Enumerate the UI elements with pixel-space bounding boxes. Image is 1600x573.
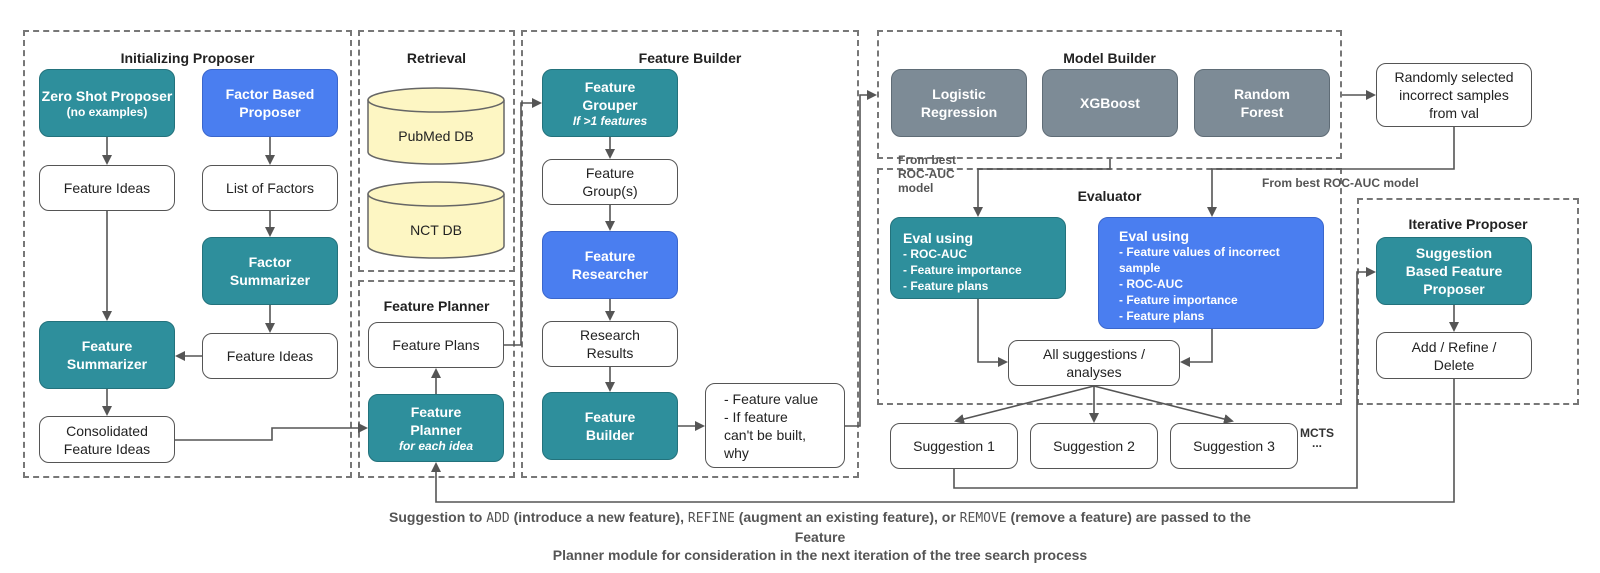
logistic-regression-node: Logistic Regression — [891, 69, 1027, 137]
add-refine-delete-node: Add / Refine / Delete — [1376, 332, 1532, 379]
section-title: Feature Builder — [638, 50, 742, 66]
factor-summarizer-node: Factor Summarizer — [202, 237, 338, 305]
suggestion-1-node: Suggestion 1 — [890, 423, 1018, 469]
feature-summarizer-node: Feature Summarizer — [39, 321, 175, 389]
research-results-node: Research Results — [542, 321, 678, 367]
nct-db-icon — [367, 181, 505, 259]
nct-db-label: NCT DB — [410, 222, 462, 238]
feature-groups-node: Feature Group(s) — [542, 159, 678, 205]
arrow-loop-back-to-planner — [431, 379, 1455, 503]
mcts-dots: ... — [1312, 436, 1323, 450]
factor-based-proposer-node: Factor Based Proposer — [202, 69, 338, 137]
consolidated-feature-ideas-node: Consolidated Feature Ideas — [39, 416, 175, 463]
from-best-label-left: From best ROC-AUC model — [898, 153, 957, 195]
feature-value-note: - Feature value - If feature can't be bu… — [705, 383, 845, 468]
eval-incorrect-samples-node: Eval using - Feature values of incorrect… — [1098, 217, 1324, 329]
suggestion-2-node: Suggestion 2 — [1030, 423, 1158, 469]
section-feature-builder: Feature Builder — [521, 30, 859, 478]
feature-grouper-node: Feature Grouper If >1 features — [542, 69, 678, 137]
feature-ideas-node: Feature Ideas — [39, 165, 175, 211]
list-of-factors-node: List of Factors — [202, 165, 338, 211]
section-title: Feature Planner — [383, 298, 490, 314]
pubmed-db-icon — [367, 87, 505, 165]
arrow-s1-to-iterative — [953, 267, 1376, 489]
feature-ideas-node-2: Feature Ideas — [202, 333, 338, 379]
feature-planner-node: Feature Planner for each idea — [368, 394, 504, 462]
section-title: Retrieval — [406, 50, 467, 66]
arrow-eval1-to-all — [977, 299, 1008, 367]
arrow-best-model-to-eval1 — [973, 159, 1111, 217]
pubmed-db-label: PubMed DB — [398, 128, 474, 144]
random-forest-node: Random Forest — [1194, 69, 1330, 137]
eval-roc-auc-node: Eval using - ROC-AUC - Feature importanc… — [890, 217, 1066, 299]
arrow-plans-to-grouper — [504, 98, 542, 346]
mcts-label: MCTS — [1300, 426, 1334, 440]
section-retrieval: Retrieval — [358, 30, 515, 272]
arrow-consolidated-to-planner — [175, 423, 368, 441]
arrow-eval2-to-all — [1180, 329, 1213, 367]
zero-shot-proposer-node: Zero Shot Proposer (no examples) — [39, 69, 175, 137]
section-title: Initializing Proposer — [120, 50, 255, 66]
xgboost-node: XGBoost — [1042, 69, 1178, 137]
diagram-caption: Suggestion to ADD (introduce a new featu… — [389, 509, 1251, 563]
arrow-all-to-s1 — [954, 385, 1095, 424]
all-suggestions-node: All suggestions / analyses — [1008, 340, 1180, 386]
section-title: Evaluator — [1077, 188, 1142, 204]
feature-builder-node: Feature Builder — [542, 392, 678, 460]
section-iterative-proposer: Iterative Proposer — [1357, 198, 1579, 405]
section-title: Iterative Proposer — [1408, 216, 1528, 232]
arrow-all-to-s3 — [1093, 385, 1234, 424]
from-best-label-right: From best ROC-AUC model — [1262, 176, 1419, 190]
random-samples-node: Randomly selected incorrect samples from… — [1376, 63, 1532, 127]
arrow-note-to-model-builder — [845, 90, 877, 427]
arrow-samples-to-eval2 — [1207, 127, 1455, 217]
suggestion-3-node: Suggestion 3 — [1170, 423, 1298, 469]
section-initializing-proposer: Initializing Proposer — [23, 30, 352, 478]
feature-researcher-node: Feature Researcher — [542, 231, 678, 299]
suggestion-based-proposer-node: Suggestion Based Feature Proposer — [1376, 237, 1532, 305]
section-title: Model Builder — [1063, 50, 1156, 66]
feature-plans-node: Feature Plans — [368, 322, 504, 368]
section-model-builder: Model Builder — [877, 30, 1342, 159]
